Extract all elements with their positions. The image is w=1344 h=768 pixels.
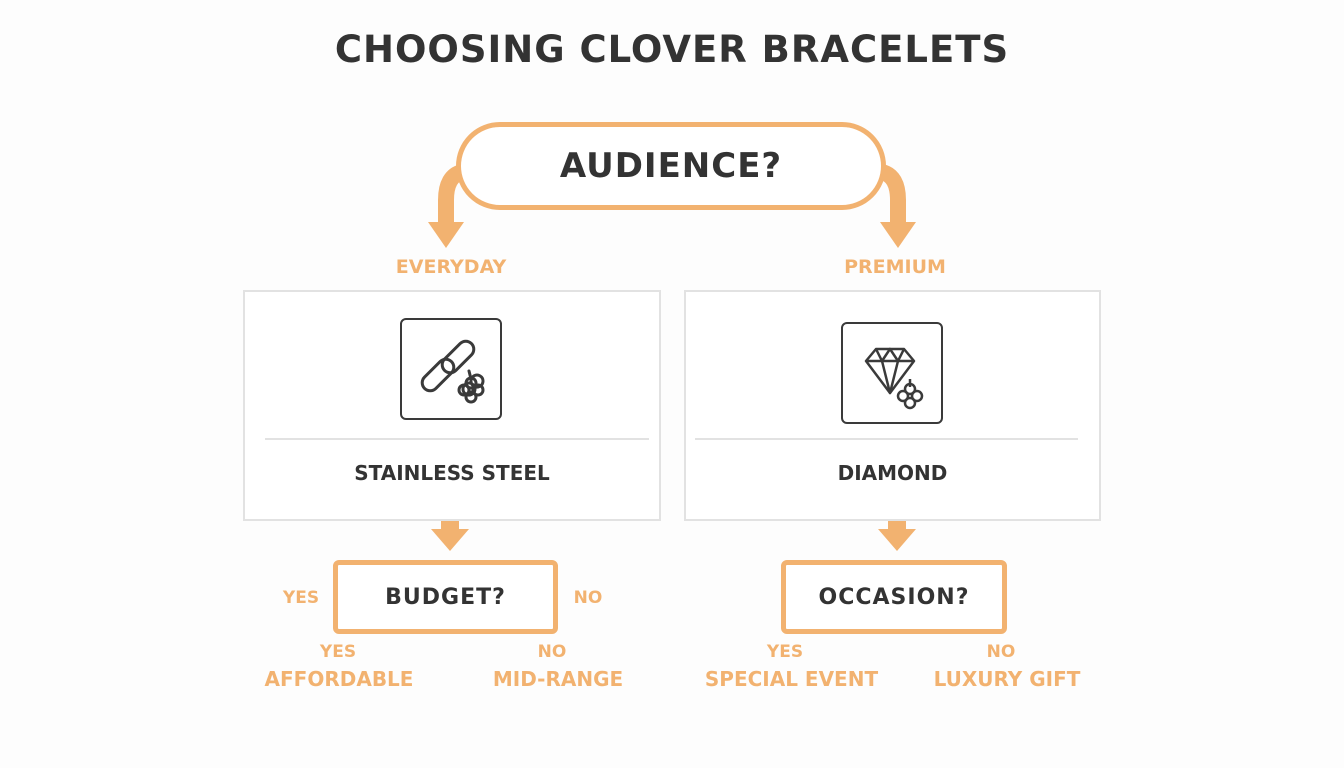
panel-divider-everyday	[265, 438, 649, 440]
diamond-clover-icon	[841, 322, 943, 424]
page-title: CHOOSING CLOVER BRACELETS	[334, 28, 1010, 71]
occasion-node-label: OCCASION?	[818, 584, 970, 610]
branch-label-everyday: EVERYDAY	[395, 256, 507, 278]
outcome-mid-range: MID-RANGE	[492, 667, 624, 691]
occasion-no-label: NO	[986, 642, 1016, 662]
branch-label-premium: PREMIUM	[844, 256, 946, 278]
panel-divider-premium	[695, 438, 1078, 440]
chain-link-clover-icon	[400, 318, 502, 420]
arrow-head-occasion	[878, 529, 916, 551]
outcome-special-event: SPECIAL EVENT	[704, 667, 879, 691]
audience-node: AUDIENCE?	[456, 122, 886, 210]
audience-node-label: AUDIENCE?	[559, 146, 783, 186]
budget-side-no: NO	[573, 588, 603, 608]
arrow-to-premium	[879, 164, 906, 222]
arrow-head-everyday	[428, 222, 464, 248]
material-diamond: DIAMOND	[837, 461, 948, 485]
arrow-head-budget	[431, 529, 469, 551]
outcome-luxury-gift: LUXURY GIFT	[933, 667, 1081, 691]
budget-node: BUDGET?	[333, 560, 558, 634]
budget-node-label: BUDGET?	[385, 584, 506, 610]
material-stainless-steel: STAINLESS STEEL	[354, 461, 550, 485]
budget-side-yes: YES	[282, 588, 320, 608]
budget-no-label: NO	[537, 642, 567, 662]
occasion-yes-label: YES	[766, 642, 804, 662]
outcome-affordable: AFFORDABLE	[264, 667, 414, 691]
budget-yes-label: YES	[319, 642, 357, 662]
arrow-head-premium	[880, 222, 916, 248]
occasion-node: OCCASION?	[781, 560, 1007, 634]
